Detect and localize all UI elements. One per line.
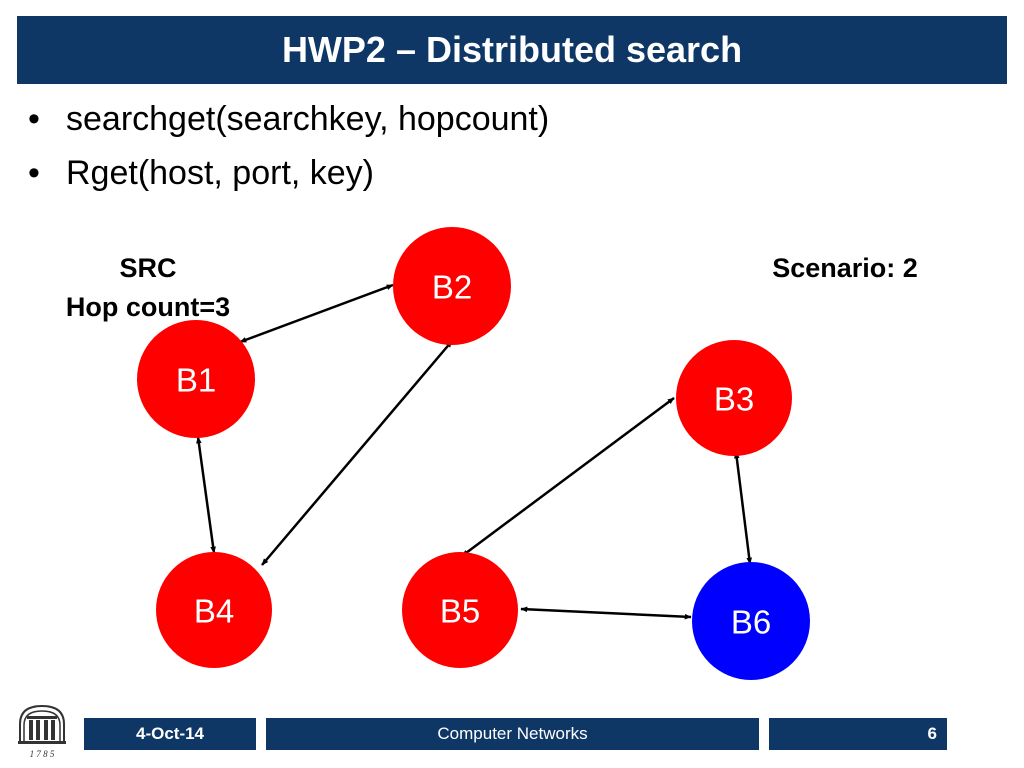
node-b3-label: B3	[714, 381, 754, 418]
slide-title: HWP2 – Distributed search	[281, 29, 743, 70]
node-b4: B4	[156, 552, 272, 668]
scenario-label: Scenario: 2	[772, 253, 918, 283]
node-b3-circle	[676, 340, 792, 456]
network-diagram: B1 B2 B3 B4 B5 B6	[137, 227, 810, 680]
bullet-text: Rget(host, port, key)	[66, 154, 375, 192]
node-b1: B1	[137, 320, 255, 438]
node-b6-circle	[692, 562, 810, 680]
node-b3: B3	[676, 340, 792, 456]
edge-b1-b4	[196, 436, 216, 554]
footer-date: 4-Oct-14	[84, 718, 256, 750]
node-b4-label: B4	[194, 593, 234, 630]
title-bar: HWP2 – Distributed search	[17, 16, 1007, 84]
edge-b5-b6	[520, 606, 692, 620]
node-b2-circle	[393, 227, 511, 345]
node-b1-label: B1	[176, 362, 216, 399]
edge-b3-b5	[461, 396, 675, 558]
node-b5: B5	[402, 552, 518, 668]
bullet-item: • Rget(host, port, key)	[28, 146, 549, 200]
logo-year: 1 7 8 5	[30, 749, 55, 759]
footer-course: Computer Networks	[266, 718, 759, 750]
node-b5-label: B5	[440, 593, 480, 630]
edge-b3-b6	[734, 451, 752, 565]
bullet-item: • searchget(searchkey, hopcount)	[28, 92, 549, 146]
src-label: SRC	[119, 253, 177, 283]
node-b6-label: B6	[731, 604, 771, 641]
arch-columns-logo-icon: 1 7 8 5	[18, 704, 66, 759]
node-b1-circle	[137, 320, 255, 438]
bullet-marker: •	[28, 154, 40, 192]
hop-count-label: Hop count=3	[65, 292, 231, 322]
bullet-list: • searchget(searchkey, hopcount) • Rget(…	[28, 92, 549, 200]
node-b5-circle	[402, 552, 518, 668]
footer-page-number: 6	[769, 718, 947, 750]
node-b6: B6	[692, 562, 810, 680]
node-b4-circle	[156, 552, 272, 668]
edge-b1-b2	[239, 283, 394, 344]
bullet-marker: •	[28, 100, 40, 138]
node-b2-label: B2	[432, 269, 472, 306]
edge-b2-b4	[261, 340, 453, 566]
node-b2: B2	[393, 227, 511, 345]
bullet-text: searchget(searchkey, hopcount)	[66, 100, 550, 138]
